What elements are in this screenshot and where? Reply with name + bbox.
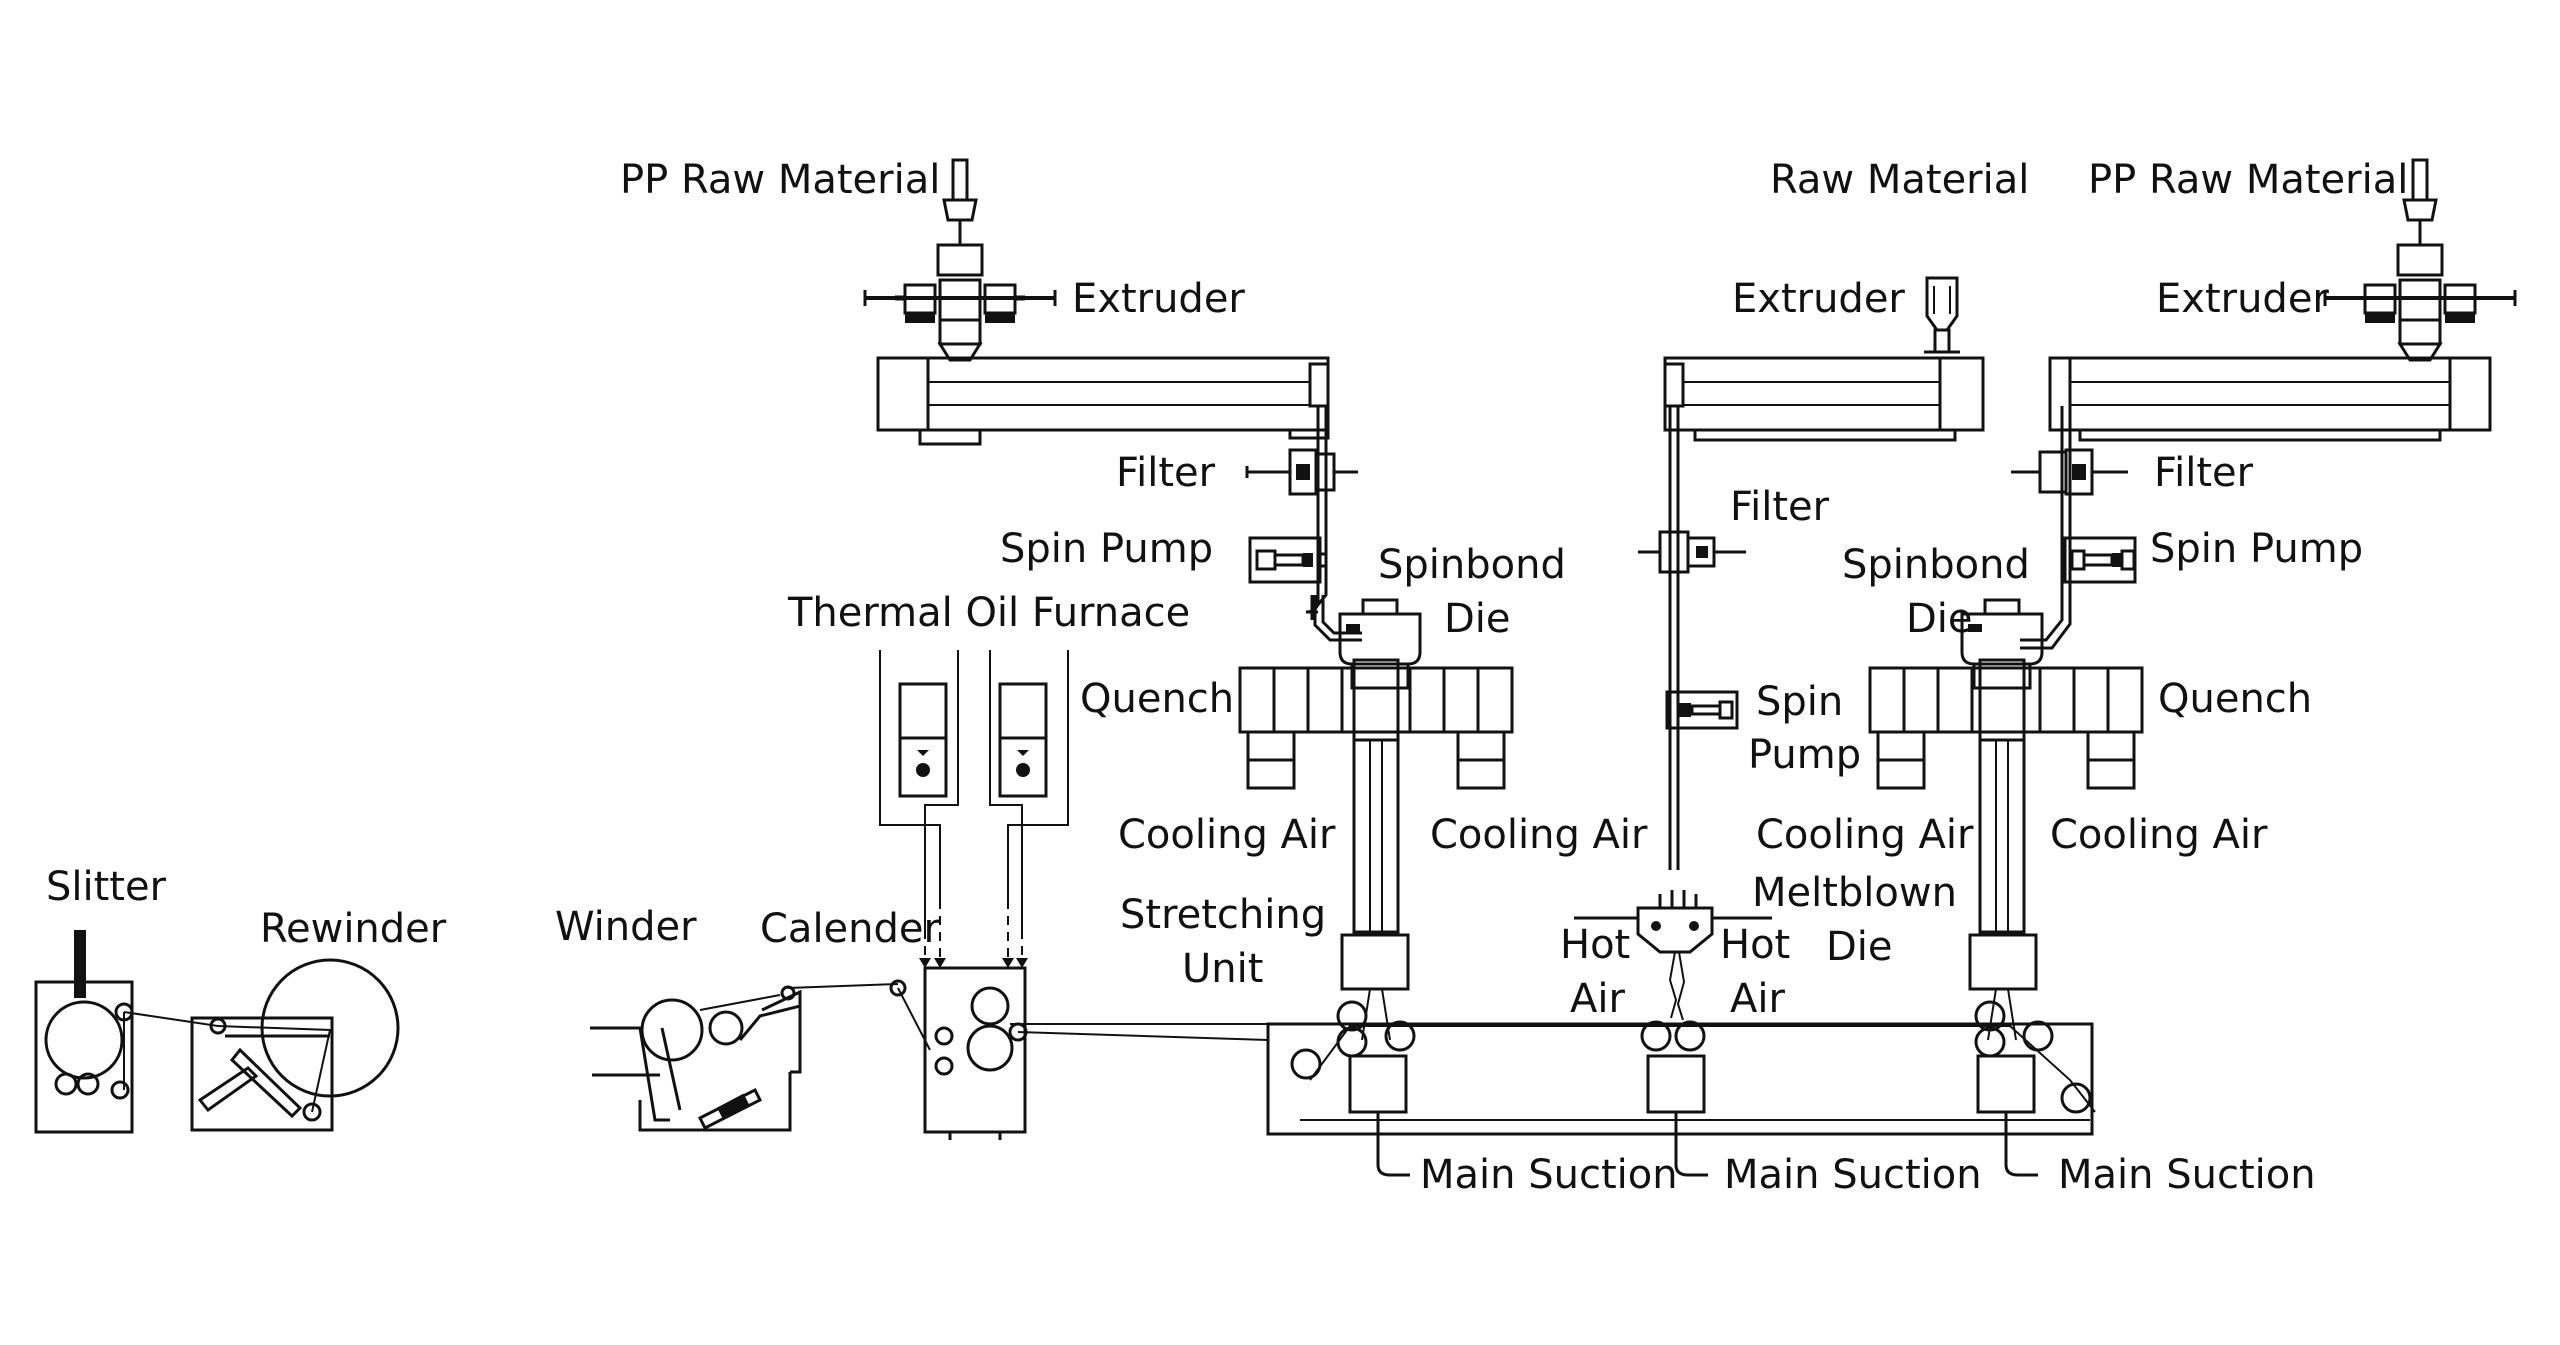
- filter-right-unit: [2011, 448, 2128, 496]
- quench-right-unit: [1868, 658, 2144, 934]
- extruder-right: [2048, 356, 2492, 442]
- raw-material-center-label: Raw Material: [1770, 157, 2029, 203]
- filter-left-label: Filter: [1116, 450, 1216, 496]
- winder-label: Winder: [555, 904, 697, 950]
- hopper-left: [863, 158, 1057, 362]
- thermal-oil-furnace-unit: [879, 650, 1069, 968]
- extruder-left-label: Extruder: [1072, 276, 1245, 322]
- spinbond-die-left-label-line1: Spinbond: [1378, 542, 1566, 588]
- pp-raw-material-right-label: PP Raw Material: [2088, 157, 2408, 203]
- filter-right-label: Filter: [2154, 450, 2254, 496]
- extruder-center-label: Extruder: [1732, 276, 1905, 322]
- hopper-center: [1924, 276, 1960, 354]
- thermal-oil-furnace-label: Thermal Oil Furnace: [787, 590, 1190, 636]
- meltblown-die-label-line1: Meltblown: [1752, 870, 1957, 916]
- spinbond-die-right-label-line2: Die: [1906, 596, 1973, 642]
- spinbond-die-right-label-line1: Spinbond: [1842, 542, 2030, 588]
- rewinder-unit: [190, 958, 400, 1132]
- main-suction-label-2: Main Suction: [1724, 1152, 1982, 1198]
- extruder-center: [1663, 356, 1985, 442]
- melt-pipes: [1305, 406, 2072, 870]
- spinbond-die-right-unit: [1960, 598, 2044, 690]
- stretching-unit-label-line1: Stretching: [1120, 892, 1326, 938]
- main-suction-label-3: Main Suction: [2058, 1152, 2316, 1198]
- cooling-air-label-1: Cooling Air: [1118, 812, 1336, 858]
- main-suction-label-1: Main Suction: [1420, 1152, 1678, 1198]
- slitter-label: Slitter: [46, 864, 167, 910]
- hot-air-right-label-line2: Air: [1730, 976, 1785, 1022]
- filter-left-unit: [1245, 448, 1358, 496]
- stretching-unit-label-line2: Unit: [1182, 946, 1263, 992]
- hot-air-left-label-line1: Hot: [1560, 922, 1630, 968]
- cooling-air-label-3: Cooling Air: [1756, 812, 1974, 858]
- quench-left-label: Quench: [1080, 676, 1234, 722]
- spinbond-die-left-label-line2: Die: [1444, 596, 1511, 642]
- forming-table: [1010, 1000, 2096, 1177]
- spin-pump-center-label-line2: Pump: [1748, 732, 1861, 778]
- spin-pump-right-unit: [2063, 536, 2137, 584]
- quench-right-label: Quench: [2158, 676, 2312, 722]
- pp-raw-material-left-label: PP Raw Material: [620, 157, 940, 203]
- spin-pump-right-label: Spin Pump: [2150, 526, 2363, 572]
- hot-air-right-label-line1: Hot: [1720, 922, 1790, 968]
- spin-pump-left-label: Spin Pump: [1000, 526, 1213, 572]
- filter-center-label: Filter: [1730, 484, 1830, 530]
- spin-pump-left-unit: [1248, 536, 1328, 584]
- hopper-right: [2323, 158, 2517, 362]
- spin-pump-center-label-line1: Spin: [1756, 679, 1843, 725]
- slitter-unit: [34, 930, 219, 1134]
- spin-pump-center-unit: [1665, 690, 1739, 730]
- extruder-left: [876, 356, 1330, 446]
- winder-unit: [590, 983, 899, 1132]
- calender-unit: [889, 966, 1269, 1140]
- meltblown-die-label-line2: Die: [1826, 924, 1893, 970]
- filter-center-unit: [1638, 530, 1746, 574]
- cooling-air-label-4: Cooling Air: [2050, 812, 2268, 858]
- hot-air-left-label-line2: Air: [1570, 976, 1625, 1022]
- calender-label: Calender: [760, 906, 941, 952]
- meltblown-die-unit: [1574, 890, 1772, 1021]
- spinbond-die-left-unit: [1338, 598, 1422, 690]
- quench-left-unit: [1238, 658, 1514, 934]
- rewinder-label: Rewinder: [260, 906, 447, 952]
- extruder-right-label: Extruder: [2156, 276, 2329, 322]
- cooling-air-label-2: Cooling Air: [1430, 812, 1648, 858]
